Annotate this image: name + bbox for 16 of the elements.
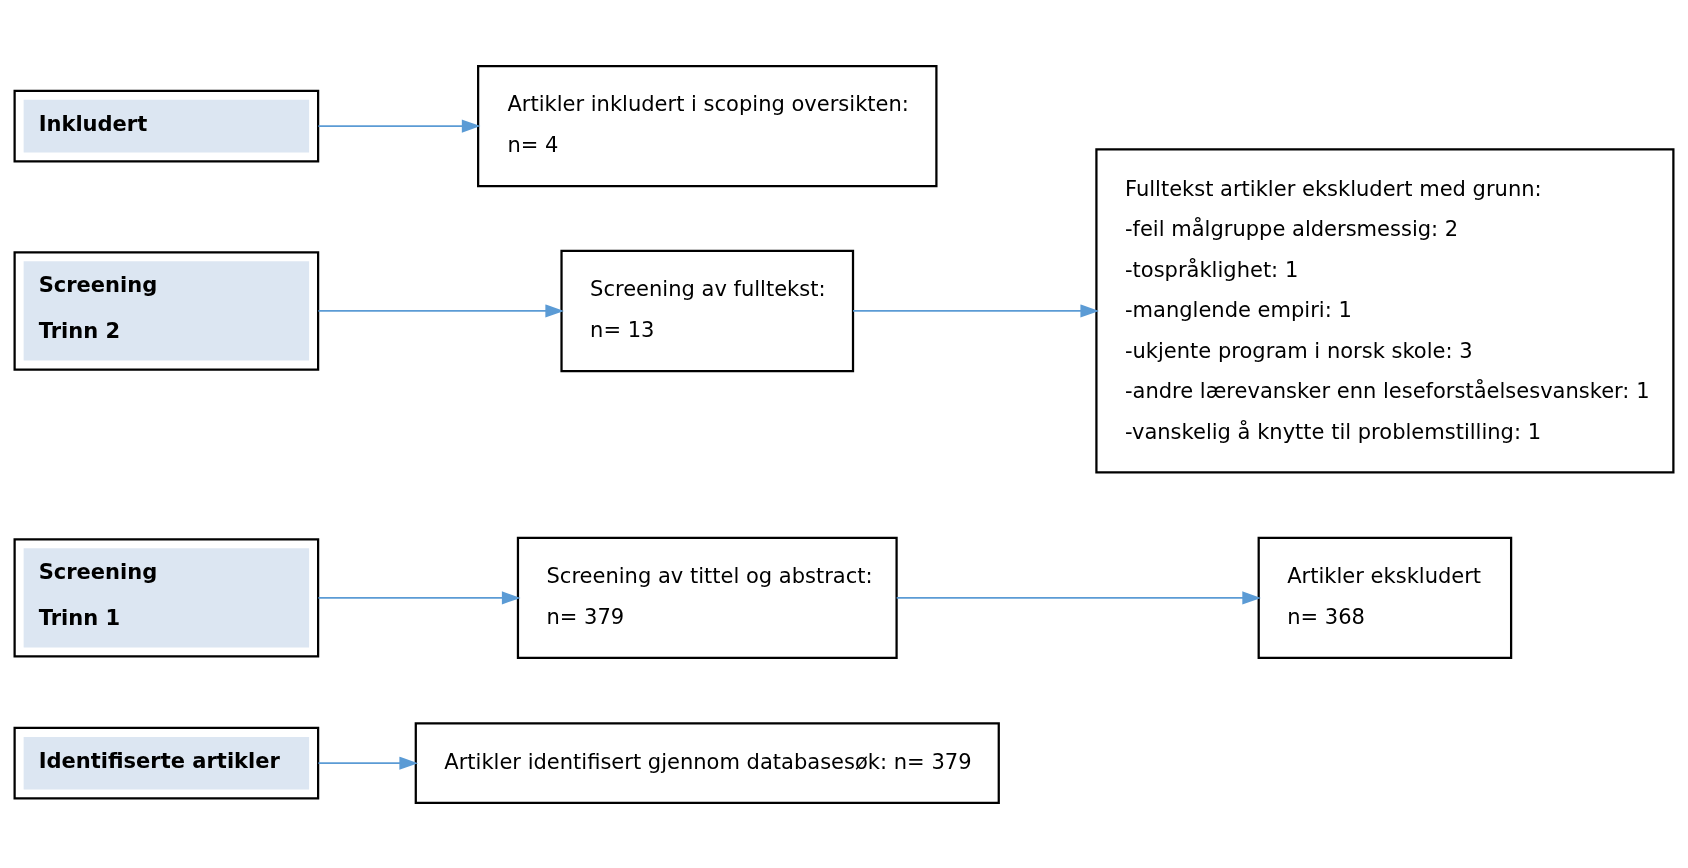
arrow <box>317 119 481 133</box>
node-box: Fulltekst artikler ekskludert med grunn: -feil målgruppe aldersmessig: 2 -tospråklighet: 1 -manglende empiri: 1 -ukjente program i norsk skole: 3 -andre lærevansker enn leseforståelsesvansker: 1 -vanskelig å knytte til problemstilling: 1 <box>1095 147 1675 474</box>
arrow <box>852 303 1100 317</box>
node-box: Screening Trinn 1 <box>13 537 320 658</box>
node-box: Identifiserte artikler <box>13 726 320 800</box>
arrow <box>317 303 564 317</box>
node-box: Screening av fulltekst: n= 13 <box>560 249 855 372</box>
arrow <box>317 756 419 770</box>
arrow <box>895 590 1261 604</box>
node-box: Artikler ekskludert n= 368 <box>1257 536 1513 659</box>
arrow <box>317 590 521 604</box>
node-box: Screening av tittel og abstract: n= 379 <box>516 536 898 659</box>
node-box: Artikler identifisert gjennom databasesøk: n= 379 <box>414 721 1000 804</box>
node-box: Artikler inkludert i scoping oversikten: n= 4 <box>477 64 938 187</box>
node-box: Inkludert <box>13 89 320 163</box>
node-box: Screening Trinn 2 <box>13 250 320 371</box>
